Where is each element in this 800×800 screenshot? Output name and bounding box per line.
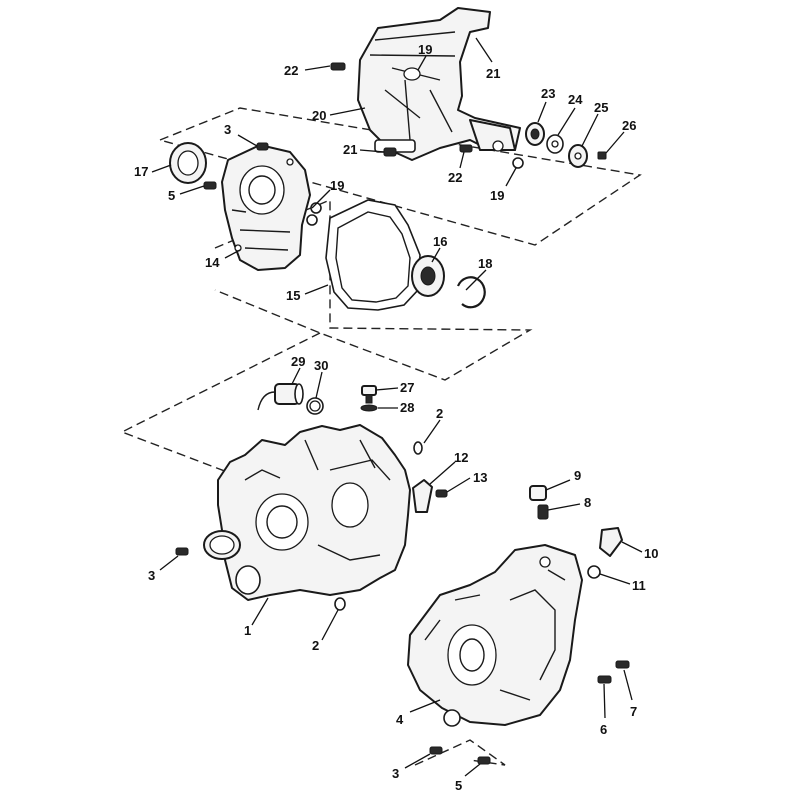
bolt-part-7	[615, 660, 630, 669]
plate-part-12	[412, 479, 433, 513]
cover-plate-part-25	[568, 144, 588, 168]
bolt-part-3-lower	[429, 746, 443, 755]
callout-6: 6	[600, 722, 607, 737]
callout-20: 20	[312, 108, 326, 123]
callout-28: 28	[400, 400, 414, 415]
callout-30: 30	[314, 358, 328, 373]
dowel-part-2-lower	[334, 597, 346, 611]
oil-seal-part-17	[169, 142, 207, 184]
callout-3-left: 3	[148, 568, 155, 583]
callout-3-lower: 3	[392, 766, 399, 781]
callout-13: 13	[473, 470, 487, 485]
crankcase-half-part-4	[407, 544, 583, 727]
dowel-part-19-lower	[512, 157, 524, 169]
callout-14: 14	[205, 255, 220, 270]
crankcase-cover-part-14	[221, 144, 311, 271]
callout-22-top: 22	[284, 63, 298, 78]
sensor-part-29	[257, 383, 304, 411]
callout-4: 4	[396, 712, 404, 727]
o-ring-part-30	[306, 397, 324, 415]
bolt-part-22-lower	[459, 144, 473, 153]
dowel-part-2-upper	[413, 441, 423, 455]
plug-part-9	[529, 485, 547, 501]
callout-1: 1	[244, 623, 251, 638]
callout-21-lower: 21	[343, 142, 357, 157]
spring-part-8	[537, 504, 549, 520]
bolt-part-3-left	[175, 547, 189, 556]
callout-29: 29	[291, 354, 305, 369]
callout-15: 15	[286, 288, 300, 303]
assembly-guide-lines	[120, 107, 642, 766]
callout-11: 11	[632, 578, 646, 593]
oil-seal-part-23	[525, 122, 545, 146]
bolt-part-5-lower	[477, 756, 491, 765]
callout-9: 9	[574, 468, 581, 483]
bolt-part-21-lower	[383, 147, 397, 157]
callout-18: 18	[478, 256, 492, 271]
callout-19-cover: 19	[330, 178, 344, 193]
dowel-pins-part-19-cover	[306, 202, 322, 226]
callout-24: 24	[568, 92, 583, 107]
bolt-part-27	[361, 385, 377, 404]
callout-27: 27	[400, 380, 414, 395]
callout-19-lower: 19	[490, 188, 504, 203]
callout-2-upper: 2	[436, 406, 443, 421]
callout-26: 26	[622, 118, 636, 133]
bolt-part-3-upper	[256, 142, 269, 151]
callout-labels: 22 19 21 20 23 24 25 26 21 22 19 3 17 5 …	[134, 42, 658, 793]
callout-19-top: 19	[418, 42, 432, 57]
bolt-part-13	[435, 489, 448, 498]
callout-25: 25	[594, 100, 608, 115]
screw-part-26	[597, 151, 607, 160]
washer-part-24	[546, 134, 564, 154]
callout-5-upper: 5	[168, 188, 175, 203]
callout-5-lower: 5	[455, 778, 462, 793]
callout-22-lower: 22	[448, 170, 462, 185]
callout-10: 10	[644, 546, 658, 561]
leader-lines	[151, 37, 643, 777]
callout-3-upper: 3	[224, 122, 231, 137]
callout-2-lower: 2	[312, 638, 319, 653]
circlip-part-18	[456, 276, 486, 309]
callout-7: 7	[630, 704, 637, 719]
bolt-part-5-upper	[203, 181, 217, 190]
callout-16: 16	[433, 234, 447, 249]
o-ring-part-11	[587, 565, 601, 579]
gasket-part-15	[325, 199, 421, 311]
callout-12: 12	[454, 450, 468, 465]
bolt-part-6	[597, 675, 612, 684]
bolt-part-22-top	[330, 62, 346, 71]
washer-part-28	[360, 404, 378, 412]
callout-23: 23	[541, 86, 555, 101]
callout-8: 8	[584, 495, 591, 510]
crankcase-half-part-1	[203, 424, 411, 601]
sensor-part-10	[599, 527, 623, 557]
callout-17: 17	[134, 164, 148, 179]
fan-shroud-part-20	[357, 7, 521, 161]
callout-21-top: 21	[486, 66, 500, 81]
bearing-part-16	[411, 255, 445, 297]
